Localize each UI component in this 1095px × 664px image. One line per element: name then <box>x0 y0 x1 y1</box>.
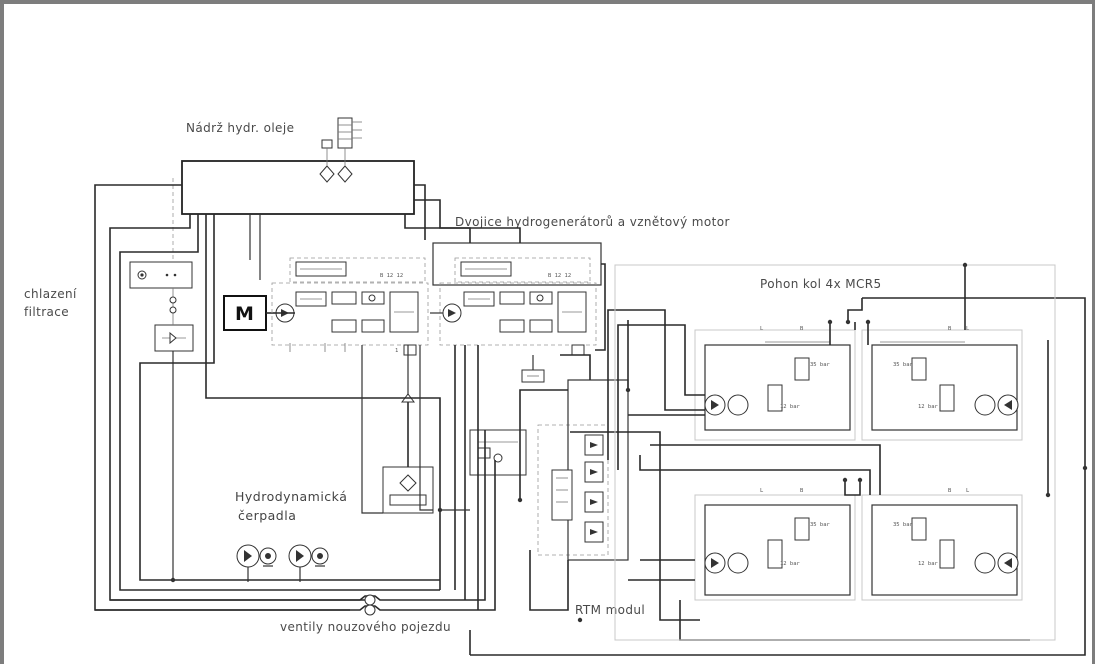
svg-text:B: B <box>800 326 804 332</box>
tank-accessory-icon <box>319 117 362 183</box>
pump-unit-2: B 12 12 <box>430 242 602 356</box>
generators-label: Dvojice hydrogenerátorů a vznětový motor <box>455 215 730 229</box>
svg-text:B 12 12: B 12 12 <box>548 273 571 279</box>
filtration-label: filtrace <box>24 305 69 319</box>
emergency-valves-label: ventily nouzového pojezdu <box>280 620 451 634</box>
junction-dots <box>170 262 1088 623</box>
svg-text:12 bar: 12 bar <box>780 561 801 567</box>
wheel-motor-bottom-right: 35 bar 12 bar B L <box>861 488 1023 601</box>
pipe-network <box>94 184 1086 656</box>
rtm-label: RTM modul <box>575 603 645 617</box>
svg-text:12 bar: 12 bar <box>918 561 939 567</box>
tank-symbol <box>181 160 415 215</box>
svg-text:35 bar: 35 bar <box>810 362 831 368</box>
svg-text:B: B <box>948 326 952 332</box>
wheel-drive-label: Pohon kol 4x MCR5 <box>760 277 882 291</box>
svg-text:1: 1 <box>395 348 398 354</box>
motor-symbol: M <box>223 295 276 331</box>
pump-unit-1: B 12 12 1 <box>271 257 429 356</box>
wheel-motor-bottom-left: 35 bar 12 bar L B <box>694 488 856 601</box>
valve-block-left <box>469 429 527 476</box>
tank-label: Nádrž hydr. oleje <box>186 121 294 135</box>
svg-text:B: B <box>800 488 804 494</box>
svg-text:L: L <box>760 326 764 332</box>
svg-text:35 bar: 35 bar <box>810 522 831 528</box>
svg-text:M: M <box>235 303 254 325</box>
svg-text:12 bar: 12 bar <box>918 404 939 410</box>
hydrodynamic-pumps <box>236 544 329 582</box>
svg-text:B 12 12: B 12 12 <box>380 273 403 279</box>
svg-text:35 bar: 35 bar <box>893 362 914 368</box>
wheel-motor-top-left: 35 bar 12 bar L B <box>694 326 856 441</box>
cooling-filter-unit <box>129 178 194 580</box>
svg-text:B: B <box>948 488 952 494</box>
svg-text:35 bar: 35 bar <box>893 522 914 528</box>
hydrodynamic-label: Hydrodynamická <box>235 489 347 504</box>
pumps-label: čerpadla <box>238 508 296 523</box>
svg-text:12 bar: 12 bar <box>780 404 801 410</box>
check-valve-icon <box>521 355 545 383</box>
filter-block <box>382 393 434 514</box>
wheel-motor-top-right: 35 bar 12 bar B L <box>861 326 1023 441</box>
rtm-module <box>537 379 629 561</box>
svg-text:L: L <box>966 488 970 494</box>
svg-text:L: L <box>966 326 970 332</box>
svg-text:L: L <box>760 488 764 494</box>
cooling-label: chlazení <box>24 287 77 301</box>
